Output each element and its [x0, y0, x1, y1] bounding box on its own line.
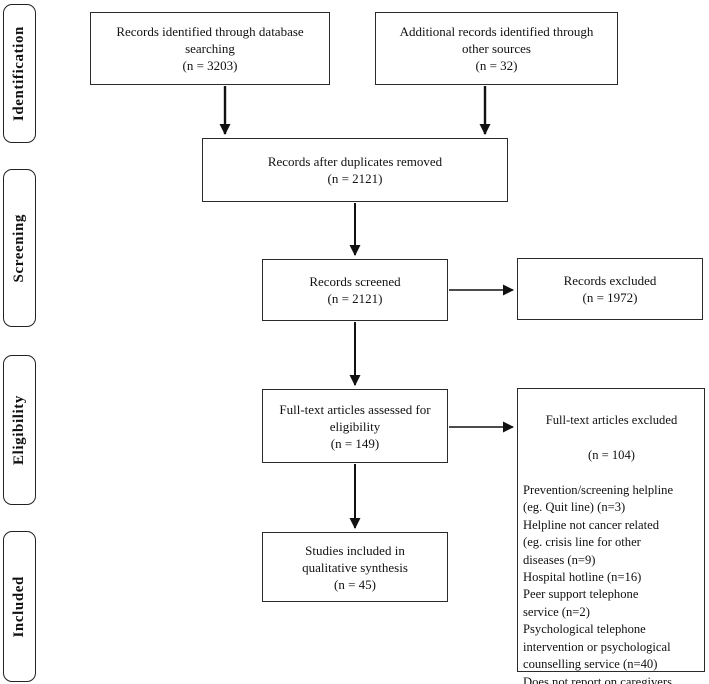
exclusion-reason: Does not report on caregivers (n=34) [523, 674, 672, 684]
exclusion-reason: Hospital hotline (n=16) [523, 570, 642, 585]
exclusion-reasons: Prevention/screening helpline (eg. Quit … [523, 482, 700, 684]
exclusion-reason: Psychological telephone intervention or … [523, 622, 671, 672]
exclusion-reason: Prevention/screening helpline (eg. Quit … [523, 483, 674, 515]
box-records-excluded: Records excluded (n = 1972) [517, 258, 703, 320]
box-records-database-search: Records identified through database sear… [90, 12, 330, 85]
box-additional-records-other-sources: Additional records identified through ot… [375, 12, 618, 85]
stage-included: Included [3, 531, 36, 682]
stage-included-label: Included [11, 575, 27, 638]
fulltext-excluded-count: (n = 104) [588, 448, 635, 463]
exclusion-reason: Helpline not cancer related (eg. crisis … [523, 517, 660, 567]
stage-eligibility: Eligibility [3, 355, 36, 505]
fulltext-excluded-title: Full-text articles excluded [545, 413, 678, 428]
box-records-screened: Records screened (n = 2121) [262, 259, 448, 321]
stage-screening-label: Screening [11, 213, 27, 283]
stage-eligibility-label: Eligibility [11, 395, 27, 465]
stage-screening: Screening [3, 169, 36, 327]
exclusion-reason: Peer support telephone service (n=2) [523, 587, 639, 619]
box-fulltext-excluded: Full-text articles excluded (n = 104) Pr… [517, 388, 705, 684]
stage-identification-label: Identification [11, 25, 27, 122]
box-records-after-duplicates-removed: Records after duplicates removed (n = 21… [202, 138, 508, 202]
stage-identification: Identification [3, 4, 36, 143]
box-studies-included: Studies included in qualitative synthesi… [262, 532, 448, 602]
box-fulltext-assessed: Full-text articles assessed for eligibil… [262, 389, 448, 463]
